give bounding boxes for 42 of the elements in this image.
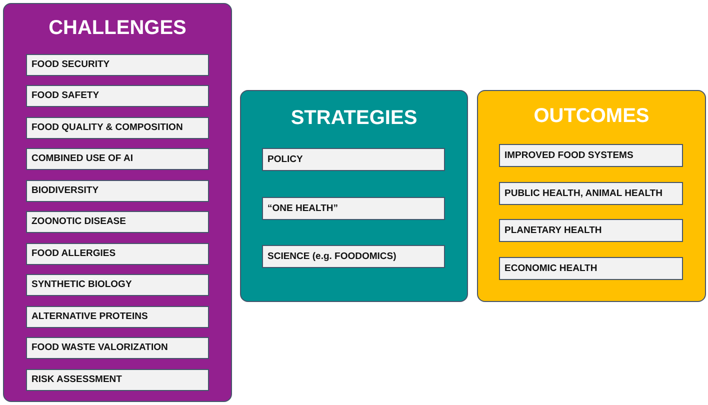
item-label: FOOD SAFETY	[32, 90, 100, 101]
item-box	[26, 306, 208, 328]
item-label: POLICY	[268, 154, 303, 164]
item-box	[26, 368, 208, 390]
item-label: RISK ASSESSMENT	[32, 374, 122, 385]
item-box	[498, 144, 682, 166]
item-box	[498, 256, 682, 280]
category-panel	[3, 3, 232, 402]
item-box	[26, 274, 208, 296]
item-box	[262, 148, 444, 170]
item-box	[26, 148, 208, 170]
item-box	[26, 242, 208, 264]
category-panel	[477, 90, 706, 302]
item-label: SYNTHETIC BIOLOGY	[32, 279, 132, 290]
item-label: ECONOMIC HEALTH	[504, 262, 598, 274]
item-label: FOOD SECURITY	[32, 59, 110, 70]
item-box	[26, 116, 208, 138]
item-label: ZOONOTIC DISEASE	[32, 216, 126, 227]
item-box	[26, 336, 208, 358]
item-box	[262, 196, 444, 220]
panel-heading: STRATEGIES	[290, 107, 418, 130]
item-box	[26, 210, 208, 232]
item-box	[498, 218, 682, 242]
item-label: SCIENCE (e.g. FOODOMICS)	[268, 250, 396, 262]
item-label: IMPROVED FOOD SYSTEMS	[504, 150, 634, 160]
item-label: FOOD QUALITY & COMPOSITION	[32, 122, 183, 133]
item-box	[26, 84, 208, 106]
item-box	[26, 180, 208, 202]
item-label: BIODIVERSITY	[32, 185, 99, 196]
item-label: PLANETARY HEALTH	[504, 224, 602, 236]
item-label: “ONE HEALTH”	[268, 202, 338, 214]
item-label: FOOD ALLERGIES	[32, 248, 116, 259]
panel-heading: OUTCOMES	[532, 105, 650, 128]
item-label: FOOD WASTE VALORIZATION	[32, 342, 168, 353]
item-label: ALTERNATIVE PROTEINS	[32, 311, 148, 322]
item-box	[262, 244, 444, 268]
category-panel	[240, 90, 468, 302]
item-box	[498, 182, 682, 204]
item-box	[26, 54, 208, 76]
item-label: COMBINED USE OF AI	[32, 153, 134, 164]
item-label: PUBLIC HEALTH, ANIMAL HEALTH	[504, 188, 662, 198]
panel-heading: CHALLENGES	[48, 17, 188, 40]
